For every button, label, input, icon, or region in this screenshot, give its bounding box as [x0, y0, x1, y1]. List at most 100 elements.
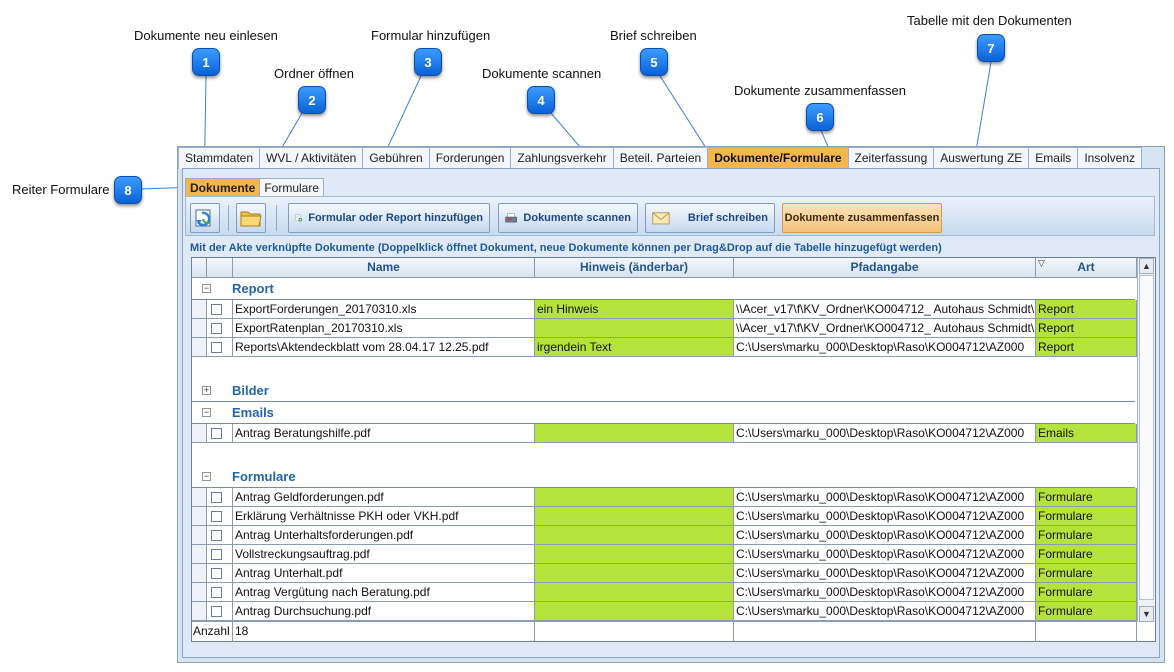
open-folder-button[interactable] — [236, 203, 266, 233]
row-selector[interactable] — [192, 319, 207, 338]
tab-emails[interactable]: Emails — [1028, 147, 1078, 169]
row-selector[interactable] — [192, 338, 207, 357]
table-row[interactable]: Antrag Geldforderungen.pdfC:\Users\marku… — [192, 488, 1137, 507]
cell-hinweis[interactable] — [535, 564, 734, 583]
cell-art[interactable]: Formulare — [1036, 564, 1137, 583]
table-row[interactable]: Antrag Unterhalt.pdfC:\Users\marku_000\D… — [192, 564, 1137, 583]
cell-hinweis[interactable] — [535, 319, 734, 338]
table-row[interactable]: Antrag Unterhaltsforderungen.pdf C:\Users… — [192, 526, 1137, 545]
scan-documents-button[interactable]: Dokumente scannen — [498, 203, 638, 233]
row-checkbox[interactable] — [211, 342, 222, 353]
table-group-row[interactable]: −Formulare — [192, 466, 1135, 488]
table-row[interactable]: Antrag Durchsuchung.pdfC:\Users\marku_00… — [192, 602, 1137, 621]
header-hinweis[interactable]: Hinweis (änderbar) — [535, 258, 734, 278]
row-checkbox[interactable] — [211, 323, 222, 334]
row-checkbox-cell[interactable] — [207, 424, 233, 443]
row-selector[interactable] — [192, 300, 207, 319]
row-checkbox[interactable] — [211, 304, 222, 315]
row-checkbox-cell[interactable] — [207, 507, 233, 526]
row-checkbox-cell[interactable] — [207, 319, 233, 338]
cell-art[interactable]: Formulare — [1036, 545, 1137, 564]
row-selector[interactable] — [192, 545, 207, 564]
row-checkbox-cell[interactable] — [207, 300, 233, 319]
cell-name[interactable]: Antrag Unterhalt.pdf — [233, 564, 535, 583]
merge-documents-button[interactable]: Dokumente zusammenfassen — [782, 203, 942, 233]
cell-name[interactable]: Antrag Vergütung nach Beratung.pdf — [233, 583, 535, 602]
cell-name[interactable]: Antrag Beratungshilfe.pdf — [233, 424, 535, 443]
row-selector[interactable] — [192, 424, 207, 443]
header-art[interactable]: ▽ Art — [1036, 258, 1137, 278]
subtab-dokumente[interactable]: Dokumente — [185, 178, 260, 197]
tab-gebuehren[interactable]: Gebühren — [362, 147, 429, 169]
cell-name[interactable]: Vollstreckungsauftrag.pdf — [233, 545, 535, 564]
scroll-up-icon[interactable]: ▲ — [1139, 258, 1154, 274]
cell-pfadangabe[interactable]: C:\Users\marku_000\Desktop\Raso\KO004712… — [734, 507, 1036, 526]
row-checkbox-cell[interactable] — [207, 583, 233, 602]
tab-zahlungsverkehr[interactable]: Zahlungsverkehr — [510, 147, 613, 169]
cell-pfadangabe[interactable]: C:\Users\marku_000\Desktop\Raso\KO004712… — [734, 526, 1036, 545]
table-group-row[interactable]: −Emails — [192, 402, 1135, 424]
tab-auswertung-ze[interactable]: Auswertung ZE — [933, 147, 1029, 169]
cell-pfadangabe[interactable]: C:\Users\marku_000\Desktop\Raso\KO004712… — [734, 488, 1036, 507]
row-checkbox-cell[interactable] — [207, 545, 233, 564]
table-row[interactable]: Antrag Beratungshilfe.pdf C:\Users\marku_… — [192, 424, 1137, 443]
row-selector[interactable] — [192, 507, 207, 526]
cell-art[interactable]: Report — [1036, 319, 1137, 338]
cell-art[interactable]: Emails — [1036, 424, 1137, 443]
table-row[interactable]: Vollstreckungsauftrag.pdfC:\Users\marku_… — [192, 545, 1137, 564]
cell-pfadangabe[interactable]: C:\Users\marku_000\Desktop\Raso\KO004712… — [734, 338, 1036, 357]
group-expand-toggle-icon[interactable]: + — [202, 386, 211, 395]
cell-hinweis[interactable] — [535, 583, 734, 602]
cell-pfadangabe[interactable]: \\Acer_v17\f\KV_Ordner\KO004712_ Autohau… — [734, 319, 1036, 338]
cell-art[interactable]: Formulare — [1036, 602, 1137, 621]
cell-hinweis[interactable]: irgendein Text — [535, 338, 734, 357]
scroll-down-icon[interactable]: ▼ — [1139, 606, 1154, 622]
row-selector[interactable] — [192, 526, 207, 545]
cell-art[interactable]: Formulare — [1036, 526, 1137, 545]
cell-name[interactable]: Reports\Aktendeckblatt vom 28.04.17 12.2… — [233, 338, 535, 357]
cell-hinweis[interactable] — [535, 507, 734, 526]
row-checkbox-cell[interactable] — [207, 602, 233, 621]
cell-pfadangabe[interactable]: C:\Users\marku_000\Desktop\Raso\KO004712… — [734, 583, 1036, 602]
row-checkbox-cell[interactable] — [207, 338, 233, 357]
cell-hinweis[interactable]: ein Hinweis — [535, 300, 734, 319]
tab-wvl-aktivitaeten[interactable]: WVL / Aktivitäten — [259, 147, 363, 169]
write-letter-button[interactable]: Brief schreiben — [645, 203, 775, 233]
cell-hinweis[interactable] — [535, 545, 734, 564]
reload-documents-button[interactable] — [190, 203, 220, 233]
row-selector[interactable] — [192, 583, 207, 602]
row-selector[interactable] — [192, 602, 207, 621]
cell-art[interactable]: Report — [1036, 338, 1137, 357]
documents-table[interactable]: Name Hinweis (änderbar) Pfadangabe ▽ Art… — [191, 257, 1156, 642]
cell-art[interactable]: Formulare — [1036, 583, 1137, 602]
scrollbar-thumb[interactable] — [1139, 275, 1154, 600]
tab-zeiterfassung[interactable]: Zeiterfassung — [848, 147, 935, 169]
header-pfadangabe[interactable]: Pfadangabe — [734, 258, 1036, 278]
cell-pfadangabe[interactable]: C:\Users\marku_000\Desktop\Raso\KO004712… — [734, 424, 1036, 443]
cell-hinweis[interactable] — [535, 602, 734, 621]
group-expand-toggle-icon[interactable]: − — [202, 472, 211, 481]
table-row[interactable]: Reports\Aktendeckblatt vom 28.04.17 12.2… — [192, 338, 1137, 357]
cell-art[interactable]: Report — [1036, 300, 1137, 319]
cell-hinweis[interactable] — [535, 526, 734, 545]
row-checkbox-cell[interactable] — [207, 526, 233, 545]
row-checkbox[interactable] — [211, 428, 222, 439]
cell-art[interactable]: Formulare — [1036, 507, 1137, 526]
table-group-row[interactable]: +Bilder — [192, 380, 1135, 402]
tab-insolvenz[interactable]: Insolvenz — [1077, 147, 1142, 169]
group-expand-toggle-icon[interactable]: − — [202, 284, 211, 293]
row-selector[interactable] — [192, 488, 207, 507]
row-selector[interactable] — [192, 564, 207, 583]
table-scrollbar[interactable]: ▲ ▼ — [1137, 258, 1155, 622]
header-name[interactable]: Name — [233, 258, 535, 278]
cell-name[interactable]: ExportForderungen_20170310.xls — [233, 300, 535, 319]
table-row[interactable]: ExportForderungen_20170310.xlsein Hinwei… — [192, 300, 1137, 319]
cell-pfadangabe[interactable]: C:\Users\marku_000\Desktop\Raso\KO004712… — [734, 602, 1036, 621]
cell-name[interactable]: ExportRatenplan_20170310.xls — [233, 319, 535, 338]
table-group-row[interactable]: −Report — [192, 278, 1135, 300]
table-row[interactable]: Antrag Vergütung nach Beratung.pdf C:\Use… — [192, 583, 1137, 602]
row-checkbox-cell[interactable] — [207, 564, 233, 583]
cell-name[interactable]: Antrag Unterhaltsforderungen.pdf — [233, 526, 535, 545]
cell-pfadangabe[interactable]: \\Acer_v17\f\KV_Ordner\KO004712_ Autohau… — [734, 300, 1036, 319]
table-row[interactable]: Erklärung Verhältnisse PKH oder VKH.pdfC… — [192, 507, 1137, 526]
